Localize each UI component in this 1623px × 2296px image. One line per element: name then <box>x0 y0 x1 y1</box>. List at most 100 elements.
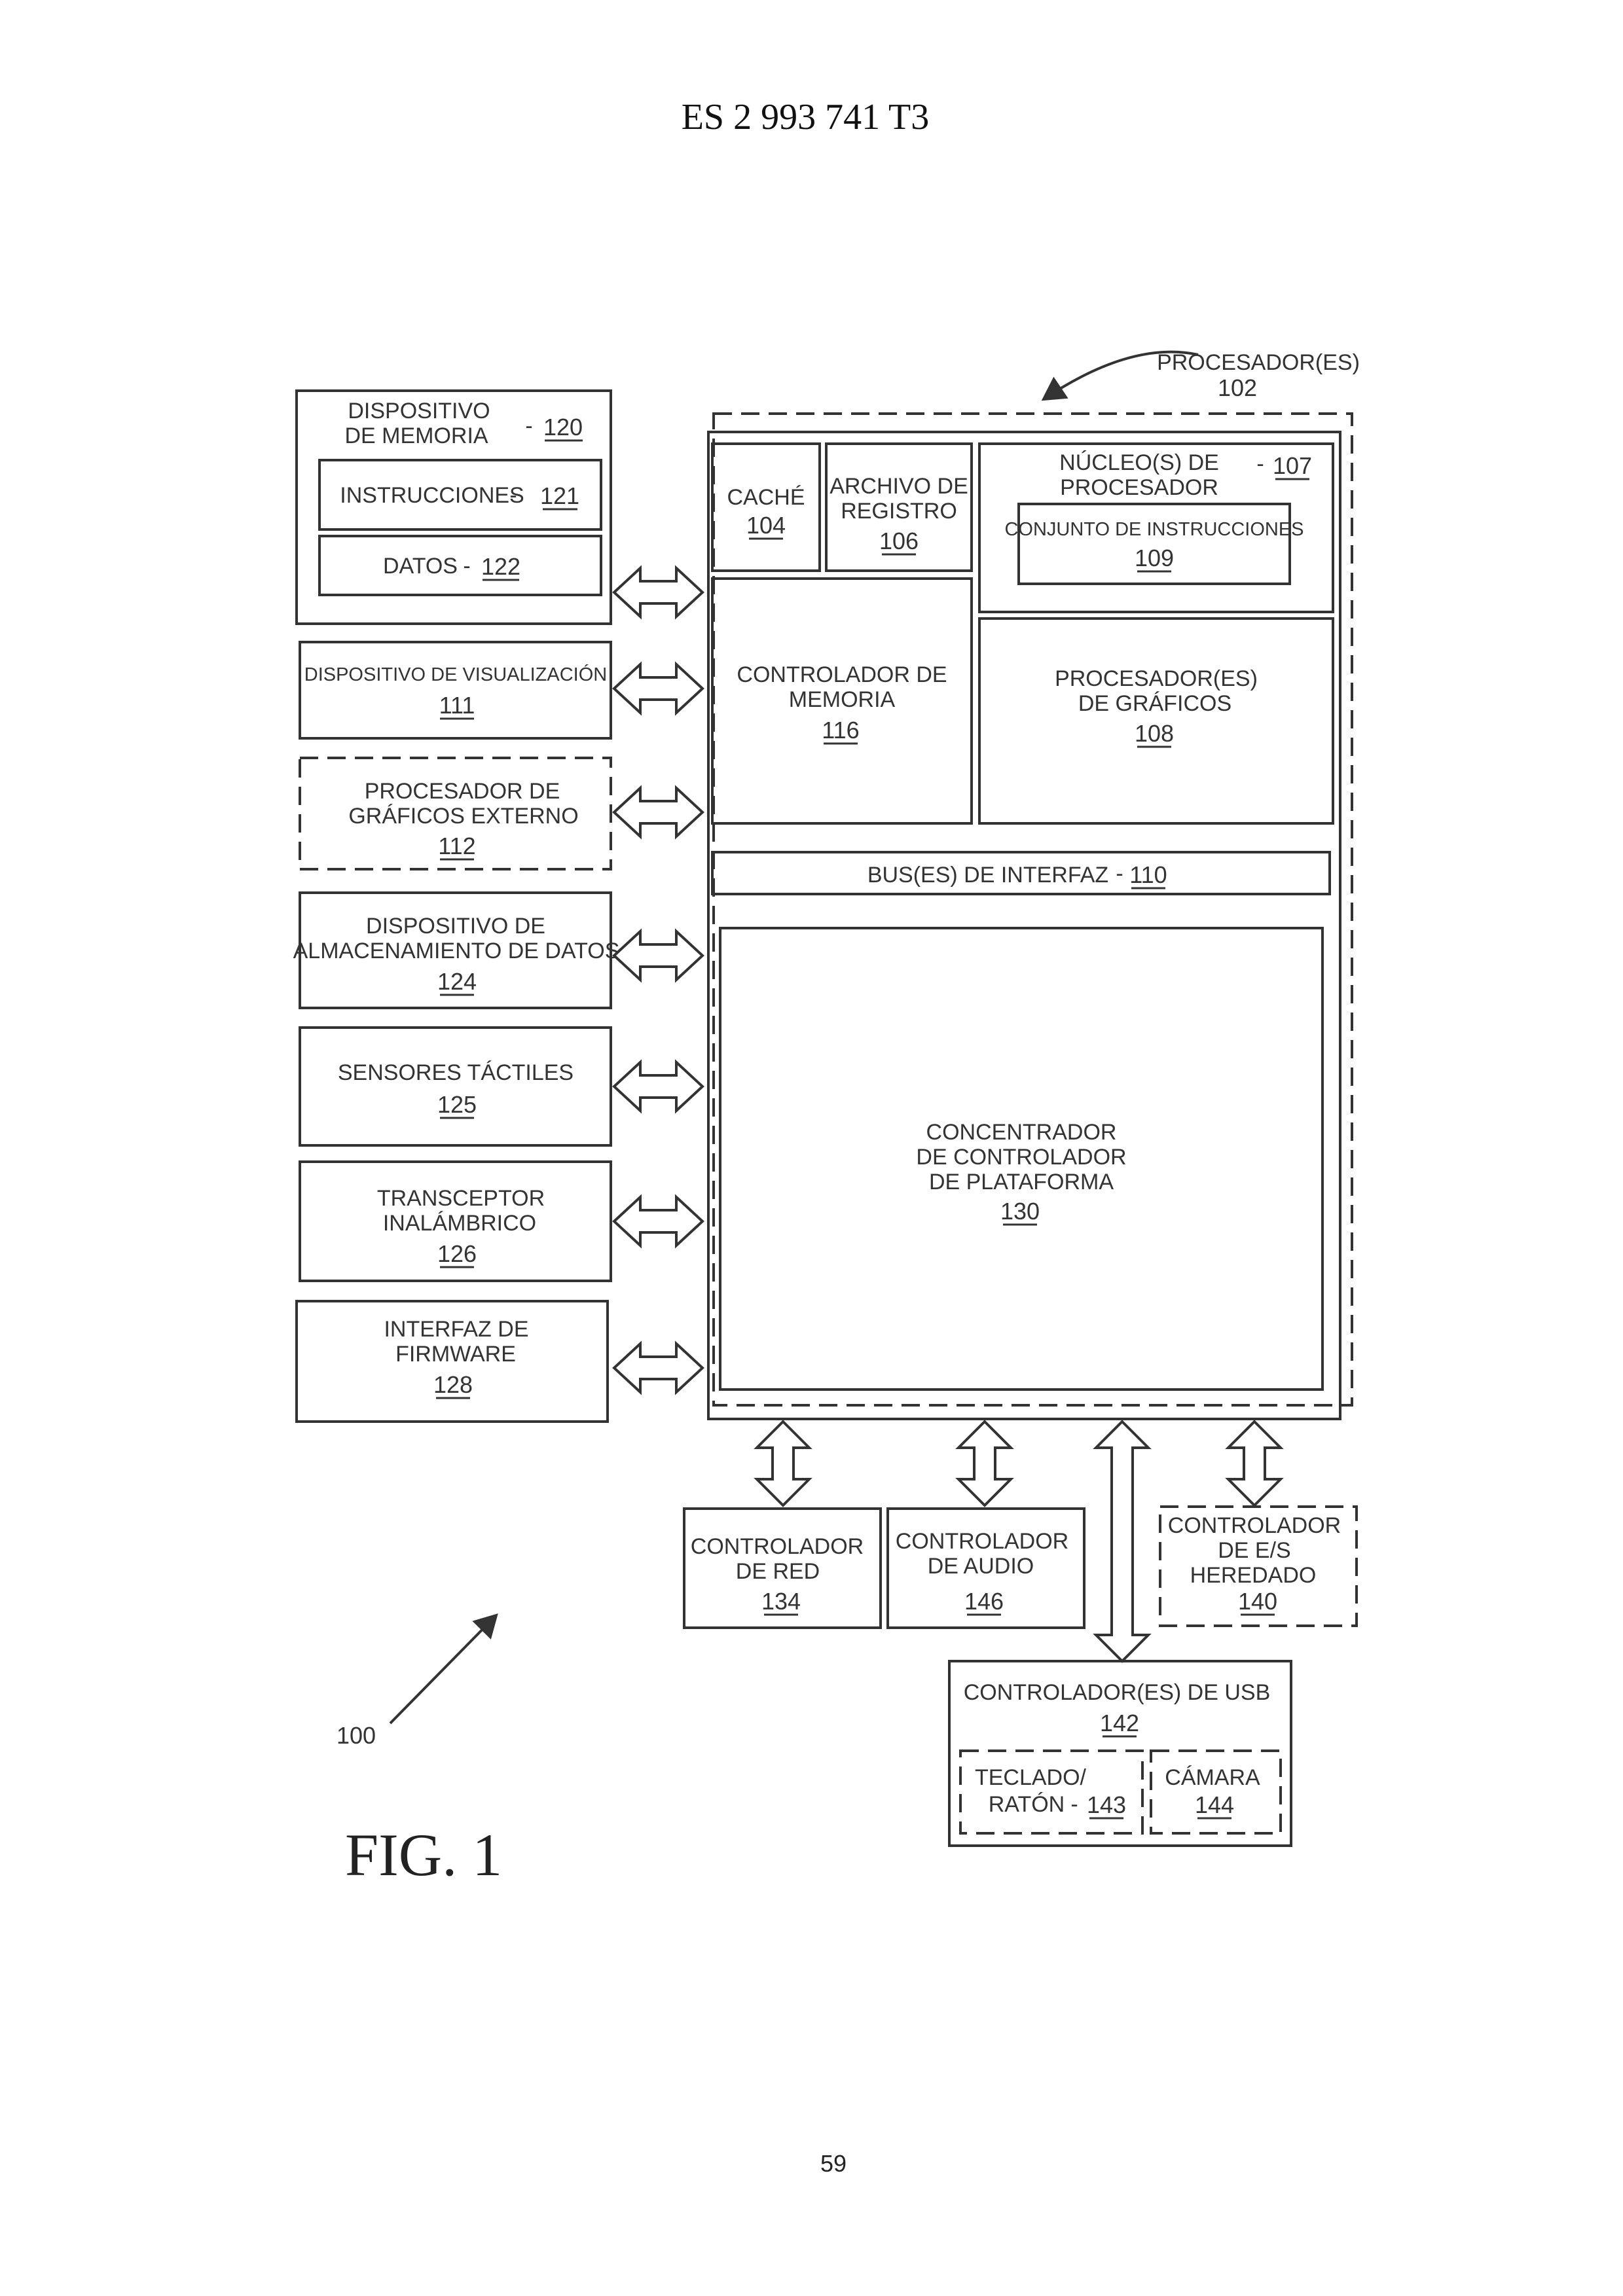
ext-gpu-number: 112 <box>438 833 475 859</box>
audio-number: 146 <box>964 1588 1004 1615</box>
legacy-line2: DE E/S <box>1218 1538 1290 1563</box>
processor-number: 102 <box>1218 374 1257 401</box>
processor-cores: NÚCLEO(S) DE PROCESADOR - 107 CONJUNTO D… <box>979 444 1333 612</box>
interface-bus-number: 110 <box>1129 861 1167 888</box>
network-number: 134 <box>761 1588 801 1615</box>
arrow-audio <box>958 1422 1011 1505</box>
wireless-transceiver: TRANSCEPTOR INALÁMBRICO 126 <box>300 1162 611 1281</box>
arrow-touch <box>614 1062 702 1111</box>
wireless-line2: INALÁMBRICO <box>383 1211 536 1236</box>
page-number: 59 <box>820 2150 847 2177</box>
gpu-line1: PROCESADOR(ES) <box>1055 666 1258 691</box>
wireless-line1: TRANSCEPTOR <box>377 1186 545 1211</box>
network-controller: CONTROLADOR DE RED 134 <box>684 1509 881 1628</box>
data-box <box>319 536 601 595</box>
touch-number: 125 <box>437 1091 477 1118</box>
cache-label: CACHÉ <box>727 485 805 510</box>
usb-controller: CONTROLADOR(ES) DE USB 142 TECLADO/ RATÓ… <box>949 1661 1291 1846</box>
cores-line1: NÚCLEO(S) DE <box>1059 450 1219 475</box>
pch-number: 130 <box>1000 1198 1040 1225</box>
cache-number: 104 <box>746 512 786 539</box>
legacy-line1: CONTROLADOR <box>1168 1513 1341 1538</box>
processor-boundary <box>714 414 1352 1405</box>
arrow-firmware <box>614 1344 702 1392</box>
memory-device: DISPOSITIVO DE MEMORIA - 120 INSTRUCCION… <box>297 391 611 624</box>
memory-device-line2: DE MEMORIA <box>344 423 488 448</box>
legacy-number: 140 <box>1238 1588 1277 1615</box>
storage-line2: ALMACENAMIENTO DE DATOS <box>293 939 620 963</box>
svg-text:-: - <box>1116 861 1123 886</box>
gpu-number: 108 <box>1135 720 1174 747</box>
chip-outline <box>708 432 1340 1419</box>
gpu-line2: DE GRÁFICOS <box>1078 691 1231 716</box>
arrow-display <box>614 664 702 713</box>
network-line1: CONTROLADOR <box>691 1534 864 1559</box>
arrow-legacy-io <box>1228 1422 1281 1505</box>
register-line1: ARCHIVO DE <box>830 474 968 499</box>
wireless-number: 126 <box>437 1240 477 1267</box>
arrow-network <box>757 1422 809 1505</box>
data-storage-device: DISPOSITIVO DE ALMACENAMIENTO DE DATOS 1… <box>293 893 620 1008</box>
peripheral-arrows <box>614 568 702 1392</box>
instruction-set-label: CONJUNTO DE INSTRUCCIONES <box>1004 519 1304 540</box>
camera-label: CÁMARA <box>1165 1765 1260 1790</box>
legacy-io-controller: CONTROLADOR DE E/S HEREDADO 140 <box>1160 1507 1357 1626</box>
data-number: 122 <box>481 553 520 580</box>
ext-gpu-line2: GRÁFICOS EXTERNO <box>348 804 578 829</box>
memory-controller: CONTROLADOR DE MEMORIA 116 <box>712 579 972 823</box>
svg-text:-: - <box>509 483 517 508</box>
mem-controller-line1: CONTROLADOR DE <box>737 662 947 687</box>
mem-controller-line2: MEMORIA <box>789 687 896 712</box>
keyboard-line2: RATÓN <box>989 1792 1065 1817</box>
touch-label: SENSORES TÁCTILES <box>338 1060 574 1085</box>
storage-line1: DISPOSITIVO DE <box>366 914 545 939</box>
cores-number: 107 <box>1273 452 1312 479</box>
usb-number: 142 <box>1100 1710 1139 1736</box>
svg-text:-: - <box>1256 452 1264 476</box>
firmware-interface: INTERFAZ DE FIRMWARE 128 <box>297 1301 608 1422</box>
instructions-number: 121 <box>540 482 579 509</box>
svg-text:-: - <box>463 554 470 579</box>
arrow-ext-gpu <box>614 788 702 836</box>
display-label: DISPOSITIVO DE VISUALIZACIÓN <box>304 664 608 685</box>
firmware-number: 128 <box>433 1371 473 1398</box>
external-graphics-processor: PROCESADOR DE GRÁFICOS EXTERNO 112 <box>300 758 611 869</box>
figure-label: FIG. 1 <box>345 1821 502 1888</box>
pch-line3: DE PLATAFORMA <box>929 1170 1114 1194</box>
storage-number: 124 <box>437 968 477 995</box>
display-device: DISPOSITIVO DE VISUALIZACIÓN 111 <box>300 642 611 738</box>
arrow-wireless <box>614 1197 702 1246</box>
pch-line2: DE CONTROLADOR <box>916 1145 1126 1170</box>
legacy-line3: HEREDADO <box>1190 1563 1317 1588</box>
system-reference-number: 100 <box>337 1722 376 1749</box>
instruction-set-number: 109 <box>1135 545 1174 571</box>
data-label: DATOS <box>383 554 458 579</box>
arrow-storage <box>614 931 702 980</box>
display-number: 111 <box>439 692 475 719</box>
touch-sensors: SENSORES TÁCTILES 125 <box>300 1028 611 1145</box>
pch-line1: CONCENTRADOR <box>926 1120 1117 1145</box>
keyboard-number: 143 <box>1087 1791 1126 1818</box>
instructions-label: INSTRUCCIONES <box>340 483 524 508</box>
audio-line1: CONTROLADOR <box>896 1529 1068 1554</box>
svg-text:-: - <box>525 414 532 439</box>
cache: CACHÉ 104 <box>712 444 820 571</box>
register-number: 106 <box>879 528 919 554</box>
document-header: ES 2 993 741 T3 <box>682 97 930 137</box>
svg-text:-: - <box>1070 1792 1078 1817</box>
cores-line2: PROCESADOR <box>1060 475 1218 500</box>
memory-device-number: 120 <box>543 414 583 440</box>
memory-device-line1: DISPOSITIVO <box>348 399 490 423</box>
register-file: ARCHIVO DE REGISTRO 106 <box>826 444 972 571</box>
arrow-memory <box>614 568 702 617</box>
firmware-line2: FIRMWARE <box>395 1342 516 1367</box>
graphics-processors: PROCESADOR(ES) DE GRÁFICOS 108 <box>979 619 1333 823</box>
interface-bus: BUS(ES) DE INTERFAZ - 110 <box>712 852 1330 894</box>
mem-controller-number: 116 <box>822 717 859 744</box>
register-line2: REGISTRO <box>841 499 957 524</box>
ext-gpu-line1: PROCESADOR DE <box>365 779 560 804</box>
audio-controller: CONTROLADOR DE AUDIO 146 <box>888 1509 1084 1628</box>
network-line2: DE RED <box>736 1559 820 1584</box>
system-reference-arrow <box>390 1615 496 1723</box>
